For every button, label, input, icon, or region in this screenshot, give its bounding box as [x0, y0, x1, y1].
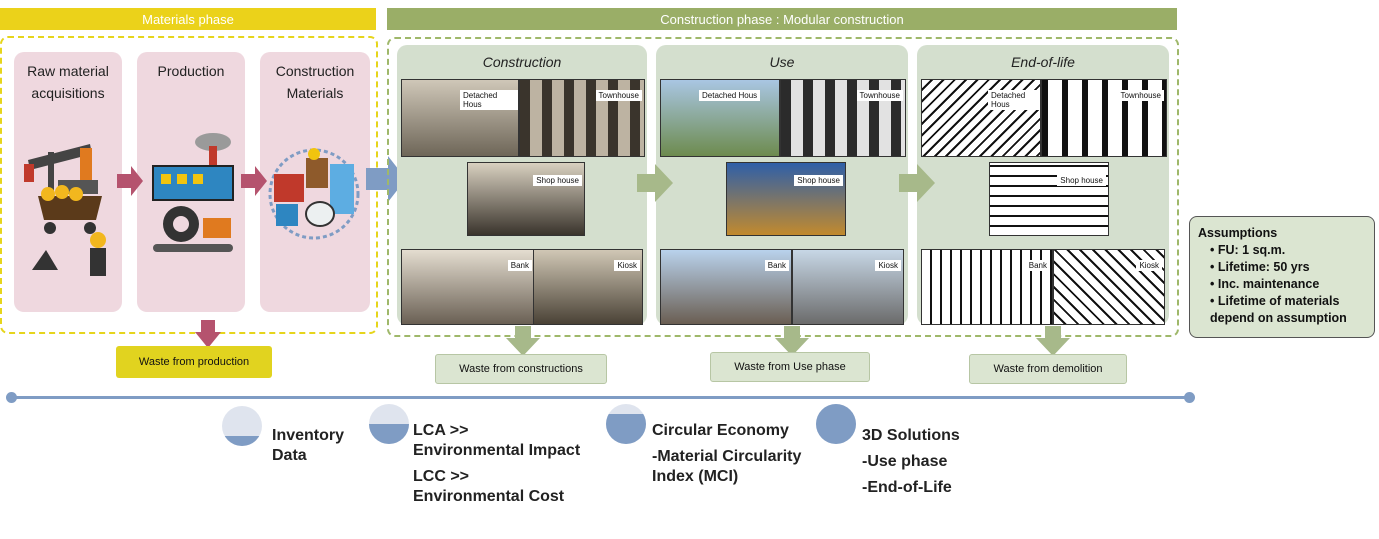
- stage-raw-material-label: Raw material acquisitions: [27, 63, 109, 101]
- legend-step-circular-economy: Circular Economy -Material Circularity I…: [652, 422, 802, 485]
- stage-raw-material: Raw material acquisitions: [14, 52, 122, 312]
- waste-production-box: Waste from production: [116, 346, 272, 378]
- assumptions-title: Assumptions: [1198, 226, 1278, 240]
- arrow-construction-to-use: [637, 164, 673, 202]
- arrow-down-use-waste: [775, 326, 809, 356]
- construction-materials-icon: [268, 148, 360, 240]
- factory-gear-icon: [152, 133, 234, 252]
- arrow-down-end-of-life-waste: [1036, 326, 1070, 356]
- card-construction-title: Construction: [482, 54, 562, 70]
- timeline-end-dot: [1184, 392, 1195, 403]
- photo-kiosk: Kiosk: [1053, 249, 1165, 325]
- arrow-production-to-materials: [241, 166, 267, 196]
- stage-construction-materials-label: Construction Materials: [275, 63, 355, 101]
- arrow-down-construction-waste: [506, 326, 540, 356]
- arrow-materials-to-construction: [366, 156, 406, 202]
- stage-production: Production: [137, 52, 245, 312]
- photo-shop-house: Shop house: [467, 162, 585, 236]
- timeline-start-dot: [6, 392, 17, 403]
- photo-townhouse: Townhouse: [519, 79, 645, 157]
- photo-bank: Bank: [921, 249, 1053, 325]
- card-construction: Construction Detached Hous Townhouse Sho…: [397, 45, 647, 325]
- arrow-raw-to-production: [117, 166, 143, 196]
- waste-construction-box: Waste from constructions: [435, 354, 607, 384]
- construction-phase-banner: Construction phase : Modular constructio…: [387, 8, 1177, 30]
- photo-detached-house: Detached Hous: [401, 79, 519, 157]
- card-end-of-life: End-of-life Detached Hous Townhouse Shop…: [917, 45, 1169, 325]
- legend-step-inventory: Inventory Data: [272, 427, 345, 464]
- photo-kiosk: Kiosk: [792, 249, 904, 325]
- assumption-item: Lifetime of materials depend on assumpti…: [1210, 293, 1366, 327]
- materials-phase-banner: Materials phase: [0, 8, 376, 30]
- photo-townhouse: Townhouse: [780, 79, 906, 157]
- assumption-item: Lifetime: 50 yrs: [1210, 259, 1366, 276]
- waste-demolition-box: Waste from demolition: [969, 354, 1127, 384]
- card-use-title: Use: [769, 54, 795, 70]
- assumption-item: Inc. maintenance: [1210, 276, 1366, 293]
- card-end-of-life-title: End-of-life: [1011, 54, 1075, 70]
- timeline-line: [12, 396, 1190, 399]
- arrow-use-to-end-of-life: [899, 164, 935, 202]
- photo-detached-house: Detached Hous: [921, 79, 1041, 157]
- photo-shop-house: Shop house: [726, 162, 846, 236]
- legend-step-lca-lcc: LCA >> Environmental Impact LCC >> Envir…: [413, 422, 581, 505]
- arrow-down-production-waste: [195, 320, 221, 348]
- construction-phase-frame: [387, 37, 1179, 337]
- photo-bank: Bank: [660, 249, 792, 325]
- three-quarter-fill-circle-icon: [606, 404, 646, 444]
- half-fill-circle-icon: [369, 404, 409, 444]
- stage-production-label: Production: [157, 63, 225, 79]
- legend-step-3d-solutions: 3D Solutions -Use phase -End-of-Life: [862, 427, 960, 496]
- stage-construction-materials: Construction Materials: [260, 52, 370, 312]
- quarter-fill-circle-icon: [222, 406, 262, 446]
- photo-townhouse: Townhouse: [1041, 79, 1167, 157]
- assumption-item: FU: 1 sq.m.: [1210, 242, 1366, 259]
- photo-bank: Bank: [401, 249, 535, 325]
- assumptions-box: Assumptions FU: 1 sq.m. Lifetime: 50 yrs…: [1189, 216, 1375, 338]
- photo-detached-house: Detached Hous: [660, 79, 780, 157]
- card-use: Use Detached Hous Townhouse Shop house B…: [656, 45, 908, 325]
- photo-shop-house: Shop house: [989, 162, 1109, 236]
- full-fill-circle-icon: [816, 404, 856, 444]
- oil-pump-mining-icon: [24, 144, 106, 276]
- waste-use-box: Waste from Use phase: [710, 352, 870, 382]
- photo-kiosk: Kiosk: [533, 249, 643, 325]
